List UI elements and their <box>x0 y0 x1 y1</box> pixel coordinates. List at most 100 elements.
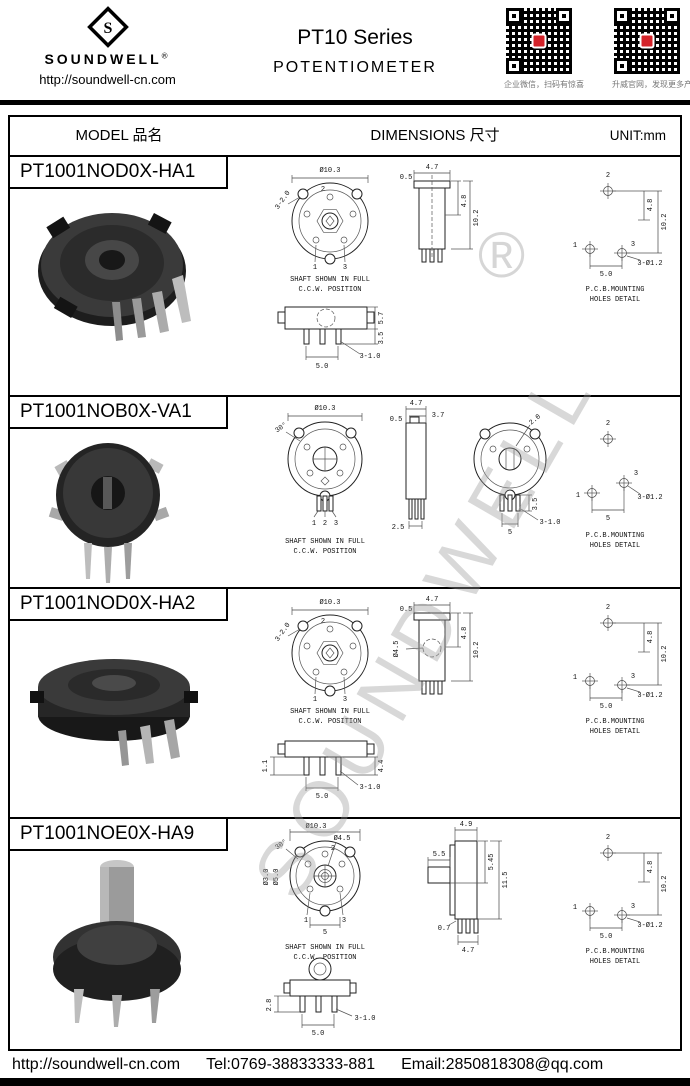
dim-label: 5.0 <box>316 793 329 801</box>
bottom-view-drawing: 5.7 3.5 3-1.0 5.0 <box>277 306 386 371</box>
terminal-label: 3 <box>634 470 638 478</box>
model-name: PT1001NOE0X-HA9 <box>10 819 228 851</box>
dim-label: 5.0 <box>316 363 329 371</box>
shaft-position-note: SHAFT SHOWN IN FULL <box>285 944 365 952</box>
dim-label: 4.7 <box>410 400 423 408</box>
shaft-position-note: SHAFT SHOWN IN FULL <box>290 276 370 284</box>
footer-email[interactable]: Email:2850818308@qq.com <box>401 1056 604 1073</box>
product-photo <box>38 213 191 341</box>
terminal-label: 2 <box>606 172 610 180</box>
qr-wechat-code <box>506 8 572 74</box>
terminal-label: 1 <box>304 917 308 925</box>
dim-label: Ø4.5 <box>392 641 401 658</box>
footer-url[interactable]: http://soundwell-cn.com <box>12 1056 181 1073</box>
page-subtitle: POTENTIOMETER <box>273 59 437 76</box>
dim-label: 4.8 <box>647 631 655 644</box>
pcb-note: P.C.B.MOUNTING <box>586 718 645 726</box>
terminal-label: 1 <box>313 696 317 704</box>
back-view-drawing: 2.0 3.5 3-1.0 5 <box>473 413 561 537</box>
qr-website-caption: 升威官网，发现更多产品 <box>612 80 690 89</box>
pcb-holes-drawing: 2 1 3 4.8 10.2 5.0 3-Ø1.2 P.C.B.MOUNTING… <box>573 604 669 736</box>
dim-label: 0.5 <box>400 174 413 182</box>
dim-label: 10.2 <box>661 876 669 893</box>
dim-label: Ø10.3 <box>314 404 335 413</box>
qr-wechat: 企业微信，扫码有惊喜 <box>504 8 584 90</box>
dim-label: Ø10.3 <box>319 598 340 607</box>
front-view-drawing: Ø10.3 2 3-2.0 1 3 SHAFT SHOWN IN FULL C.… <box>274 598 370 726</box>
dim-label: 3-2.0 <box>274 190 293 212</box>
dim-label: 4.7 <box>426 164 439 172</box>
dim-label: 2.5 <box>392 524 405 532</box>
qr-website-code <box>614 8 680 74</box>
pcb-note: P.C.B.MOUNTING <box>586 532 645 540</box>
terminal-label: 2 <box>606 420 610 428</box>
terminal-label: 2 <box>321 186 325 194</box>
dim-label: 3-1.0 <box>359 353 380 361</box>
dim-label: 5.45 <box>488 854 496 871</box>
dim-label: 10.2 <box>661 214 669 231</box>
row1-drawings: Ø10.3 2 3-2.0 1 3 SHAFT SHOWN IN FULL C.… <box>274 164 669 371</box>
row2-drawings: Ø10.3 30° 1 2 3 SHAFT SHOWN IN FULL C.C.… <box>273 400 662 556</box>
row3-drawings: Ø10.3 2 3-2.0 1 3 SHAFT SHOWN IN FULL C.… <box>262 596 669 801</box>
dim-label: Ø10.3 <box>305 822 326 831</box>
dim-label: 5 <box>606 515 610 523</box>
qr-wechat-caption: 企业微信，扫码有惊喜 <box>504 80 584 89</box>
shaft-position-note: C.C.W. POSITION <box>293 548 356 556</box>
header-divider <box>0 100 690 105</box>
dim-label: 5.0 <box>600 271 613 279</box>
terminal-label: 2 <box>606 604 610 612</box>
terminal-label: 1 <box>573 674 577 682</box>
terminal-label: 3 <box>343 264 347 272</box>
terminal-label: 2 <box>331 845 335 853</box>
side-view-drawing: 4.7 3.7 0.5 2.5 <box>390 400 445 532</box>
model-name: PT1001NOB0X-VA1 <box>10 397 228 429</box>
dim-label: 4.8 <box>461 195 469 208</box>
terminal-label: 1 <box>313 264 317 272</box>
footer-tel: Tel:0769-38833333-881 <box>206 1056 376 1073</box>
logo-block: S SOUNDWELL® http://soundwell-cn.com <box>10 4 205 87</box>
side-view-drawing: 4.7 0.5 4.8 10.2 <box>400 164 481 263</box>
dim-label: Ø10.3 <box>319 166 340 175</box>
front-view-drawing: Ø10.3 30° 1 2 3 SHAFT SHOWN IN FULL C.C.… <box>273 404 365 556</box>
dim-label: 0.5 <box>400 606 413 614</box>
dim-label: 3-Ø1.2 <box>637 259 662 268</box>
column-header-unit: UNIT:mm <box>609 128 666 143</box>
qr-codes: 企业微信，扫码有惊喜 升威官网，发现更多产品 <box>504 8 690 90</box>
shaft-position-note: C.C.W. POSITION <box>298 286 361 294</box>
terminal-label: 3 <box>343 696 347 704</box>
dim-label: 10.2 <box>661 646 669 663</box>
dim-label: Ø4.5 <box>334 834 351 843</box>
dim-label: 4.7 <box>426 596 439 604</box>
shaft-position-note: SHAFT SHOWN IN FULL <box>285 538 365 546</box>
soundwell-mark-icon <box>325 215 335 227</box>
dim-label: 5 <box>323 929 327 937</box>
dim-label: 0.5 <box>390 416 403 424</box>
pcb-note: P.C.B.MOUNTING <box>586 286 645 294</box>
pcb-note: HOLES DETAIL <box>590 296 640 304</box>
table-row: PT1001NOD0X-HA1 <box>10 157 680 397</box>
company-url[interactable]: http://soundwell-cn.com <box>39 72 176 87</box>
dim-label: 4.8 <box>647 861 655 874</box>
side-view-drawing: 4.9 5.5 5.45 11.5 0.7 4.7 <box>427 821 510 955</box>
front-view-drawing: Ø10.3 Ø4.5 2 30° Ø3.0 Ø5.0 1 3 5 SHAFT S… <box>262 822 365 962</box>
soundwell-mark-icon <box>325 647 335 659</box>
terminal-label: 2 <box>323 520 327 528</box>
dim-label: 11.5 <box>502 872 510 889</box>
product-photo <box>48 443 170 583</box>
dim-label: 30° <box>273 420 288 435</box>
pcb-holes-drawing: 2 1 3 4.8 10.2 5.0 3-Ø1.2 P.C.B.MOUNTING… <box>573 834 669 966</box>
model-name: PT1001NOD0X-HA2 <box>10 589 228 621</box>
shaft-position-note: SHAFT SHOWN IN FULL <box>290 708 370 716</box>
terminal-label: 3 <box>631 903 635 911</box>
terminal-label: 2 <box>321 618 325 626</box>
dim-label: 3-2.0 <box>274 622 293 644</box>
product-photo <box>53 860 181 1027</box>
table-row: PT1001NOD0X-HA2 <box>10 589 680 819</box>
terminal-label: 1 <box>573 242 577 250</box>
pcb-note: P.C.B.MOUNTING <box>586 948 645 956</box>
bottom-view-drawing: 4.4 3-1.0 1.1 5.0 <box>262 740 386 801</box>
dim-label: 4.8 <box>461 627 469 640</box>
dim-label: 3-Ø1.2 <box>637 691 662 700</box>
dim-label: 3-Ø1.2 <box>637 921 662 930</box>
